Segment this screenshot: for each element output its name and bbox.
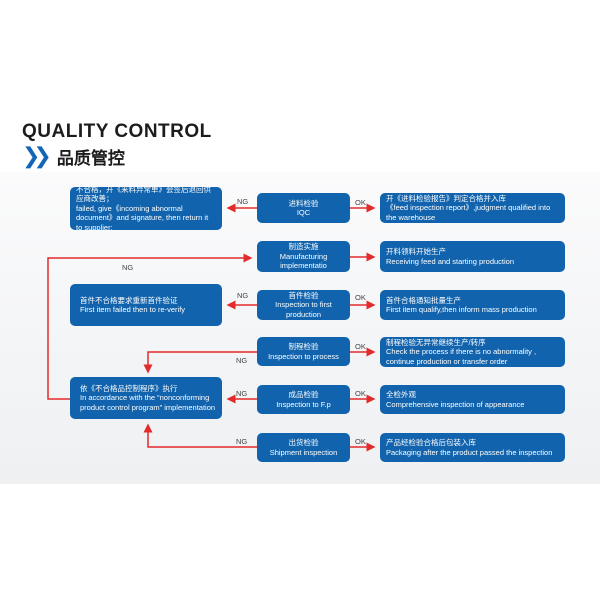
box-text: failed, give《incoming abnormal document》… — [76, 203, 209, 232]
box-text: 成品检验 — [288, 390, 319, 399]
ok-label: OK — [355, 293, 366, 302]
box-text: Receiving feed and starting production — [386, 256, 514, 266]
box-text: First item failed then to re-verify — [80, 305, 186, 314]
ok-label: OK — [355, 198, 366, 207]
box-text: IQC — [296, 208, 311, 217]
box-text: Comprehensive inspection of appearance — [386, 399, 525, 409]
ok-label: OK — [355, 389, 366, 398]
fail-box-iqc: 不合格，开《来料异常单》会签后退回供应商改善；failed, give《inco… — [70, 184, 222, 232]
box-text: 首件合格通知批量生产 — [386, 295, 461, 305]
subtitle-text: 品质管控 — [56, 148, 125, 169]
box-text: 制程检验 — [288, 342, 319, 351]
ng-label: NG — [122, 263, 134, 272]
ng-label: NG — [237, 197, 249, 206]
ng-label: NG — [236, 356, 248, 365]
ng-loop-arrow — [47, 253, 253, 400]
ng-arrow-shipment — [143, 423, 257, 448]
box-text: 出货检验 — [288, 438, 319, 447]
box-text: 首件检验 — [288, 290, 319, 300]
box-text: 依《不合格品控制程序》执行 — [80, 383, 178, 393]
box-text: 全检外观 — [386, 390, 416, 399]
box-text: Shipment inspection — [269, 447, 338, 457]
box-text: 进料检验 — [288, 198, 319, 208]
box-text: Inspection to first production — [275, 300, 332, 319]
box-text: Inspection to process — [268, 351, 339, 361]
ng-label: NG — [237, 291, 249, 300]
ng-label: NG — [236, 389, 248, 398]
box-text: 《feed inspection report》,judgment qualif… — [386, 203, 551, 222]
page-subtitle: ❯❯ 品质管控 — [22, 143, 125, 169]
box-text: 开《进料检验报告》判定合格并入库 — [386, 193, 506, 203]
box-text: Manufacturing implementatio — [279, 251, 328, 271]
box-text: 制造实施 — [288, 242, 319, 252]
box-text: Inspection to F.p — [276, 399, 331, 409]
box-text: Check the process if there is no abnorma… — [386, 347, 537, 366]
ng-arrow-process — [143, 351, 257, 374]
box-text: 不合格，开《来料异常单》会签后退回供应商改善； — [76, 184, 211, 204]
ok-box-iqc: 开《进料检验报告》判定合格并入库《feed inspection report》… — [380, 193, 565, 223]
ok-label: OK — [355, 342, 366, 351]
page-title: QUALITY CONTROL — [22, 121, 212, 142]
ok-label: OK — [355, 437, 366, 446]
box-text: Packaging after the product passed the i… — [386, 447, 553, 457]
ng-label: NG — [236, 437, 248, 446]
box-text: First item qualify,then inform mass prod… — [386, 305, 537, 314]
box-text: 产品经检验合格后包装入库 — [386, 438, 476, 447]
box-text: 制程检验无异常继续生产/转序 — [386, 337, 486, 347]
box-text: In accordance with the “nonconforming pr… — [80, 393, 216, 412]
box-text: 开料领料开始生产 — [386, 247, 446, 256]
box-text: 首件不合格要求重新首件验证 — [80, 295, 178, 305]
